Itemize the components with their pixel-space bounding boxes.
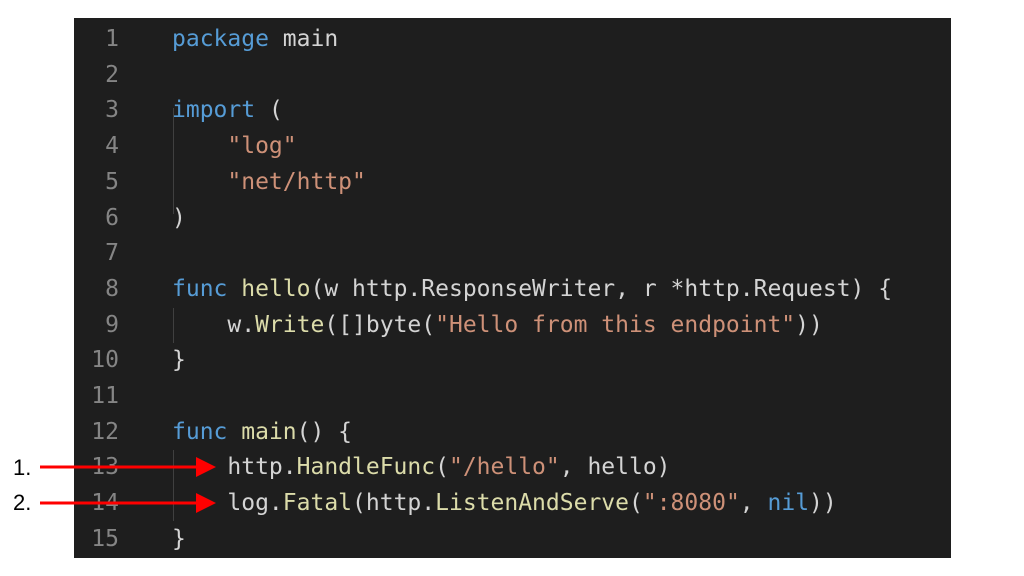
keyword-token: import	[172, 97, 256, 124]
code-text: )	[172, 201, 186, 236]
code-line: 2	[74, 58, 951, 93]
code-line: 3 import (	[74, 93, 951, 128]
line-number: 6	[105, 204, 119, 231]
code-text: http.HandleFunc("/hello", hello)	[172, 450, 671, 485]
code-line: 9 w.Write([]byte("Hello from this endpoi…	[74, 308, 951, 343]
line-number: 10	[91, 347, 119, 374]
code-token: }	[172, 347, 186, 374]
code-text: "net/http"	[172, 165, 366, 200]
code-token: (w http.ResponseWriter, r *http.Request)…	[310, 275, 893, 302]
code-token: , hello)	[559, 454, 671, 481]
code-text: func main() {	[172, 415, 352, 450]
line-number: 12	[91, 418, 119, 445]
code-token: ))	[795, 311, 823, 338]
string-token: ":8080"	[642, 490, 740, 517]
code-line: 7	[74, 236, 951, 271]
code-token: (	[629, 490, 643, 517]
code-line: 11	[74, 379, 951, 414]
keyword-token: func	[172, 418, 228, 445]
code-token: http.	[172, 454, 297, 481]
code-token: ,	[739, 490, 768, 517]
indent-guide-hello	[173, 308, 174, 343]
code-token: w.	[172, 311, 256, 338]
string-token: "log"	[227, 133, 297, 160]
code-line: 13 http.HandleFunc("/hello", hello)	[74, 450, 951, 485]
code-token: }	[172, 525, 186, 552]
annotation-label-2: 2.	[13, 490, 32, 515]
code-token: (http.	[352, 490, 436, 517]
line-number: 7	[105, 240, 119, 267]
code-token: (	[435, 454, 449, 481]
code-token: )	[172, 204, 186, 231]
code-token: (	[255, 97, 283, 124]
code-line: 1 package main	[74, 22, 951, 57]
line-number: 15	[91, 525, 119, 552]
annotation-arrow-2	[40, 493, 216, 513]
code-line: 8 func hello(w http.ResponseWriter, r *ht…	[74, 272, 951, 307]
indent-guide-main	[173, 450, 174, 521]
keyword-token: func	[172, 275, 228, 302]
function-token: ListenAndServe	[435, 490, 629, 517]
function-token: HandleFunc	[296, 454, 436, 481]
code-line: 12 func main() {	[74, 415, 951, 450]
line-number: 3	[105, 97, 119, 124]
code-text: func hello(w http.ResponseWriter, r *htt…	[172, 272, 892, 307]
code-token: log.	[172, 490, 283, 517]
line-number: 9	[105, 311, 119, 338]
code-line: 6)	[74, 201, 951, 236]
keyword-token: package	[172, 26, 269, 52]
annotation-arrow-1	[40, 457, 216, 477]
function-token: hello	[241, 275, 311, 302]
code-text: }	[172, 343, 186, 378]
function-token: main	[241, 418, 297, 445]
code-token: () {	[296, 418, 353, 445]
line-number: 1	[105, 26, 119, 52]
code-text: "log"	[172, 129, 297, 164]
string-token: "net/http"	[227, 168, 366, 195]
code-line: 15}	[74, 522, 951, 557]
line-number: 8	[105, 275, 119, 302]
line-number: 5	[105, 168, 119, 195]
code-text: package main	[172, 22, 338, 57]
annotation-label-1: 1.	[13, 455, 32, 480]
function-token: Write	[255, 311, 325, 338]
code-line: 4 "log"	[74, 129, 951, 164]
code-text: }	[172, 522, 186, 557]
code-line: 14 log.Fatal(http.ListenAndServe(":8080"…	[74, 486, 951, 521]
code-line: 5 "net/http"	[74, 165, 951, 200]
string-token: "/hello"	[448, 454, 560, 481]
code-token: ([]byte(	[324, 311, 436, 338]
line-number: 4	[105, 133, 119, 160]
code-line: 10}	[74, 343, 951, 378]
string-token: "Hello from this endpoint"	[435, 311, 796, 338]
keyword-token: nil	[767, 490, 810, 517]
code-text: import (	[172, 93, 283, 128]
function-token: Fatal	[282, 490, 353, 517]
indent-guide-import	[173, 108, 174, 214]
code-text: w.Write([]byte("Hello from this endpoint…	[172, 308, 823, 343]
code-text: log.Fatal(http.ListenAndServe(":8080", n…	[172, 486, 837, 521]
code-token: main	[268, 26, 339, 52]
line-number: 11	[91, 383, 119, 409]
line-number: 2	[105, 61, 119, 88]
code-token: ))	[809, 490, 837, 517]
